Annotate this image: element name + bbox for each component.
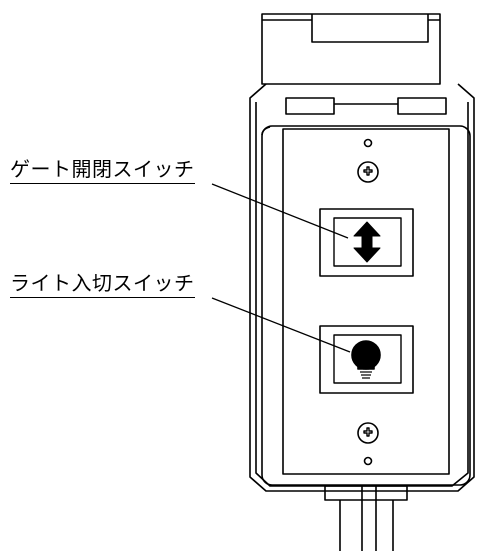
- light-switch[interactable]: [319, 325, 414, 394]
- gate-switch-label: ゲート開閉スイッチ: [10, 156, 195, 184]
- cable: [324, 485, 408, 551]
- up-down-arrow-icon: [353, 221, 381, 263]
- inner-plate: [261, 125, 471, 486]
- light-switch-leader: [211, 297, 351, 353]
- hinge-tabs: [285, 97, 447, 115]
- top-screw-icon: [357, 161, 379, 183]
- light-bulb-icon: [351, 340, 381, 379]
- bottom-screw-icon: [357, 422, 379, 444]
- light-switch-label: ライト入切スイッチ: [10, 270, 195, 298]
- hinge-cap: [261, 13, 441, 85]
- bottom-hole: [363, 456, 373, 466]
- top-hole: [363, 138, 373, 148]
- gate-switch[interactable]: [319, 208, 414, 277]
- gate-switch-leader: [211, 183, 349, 239]
